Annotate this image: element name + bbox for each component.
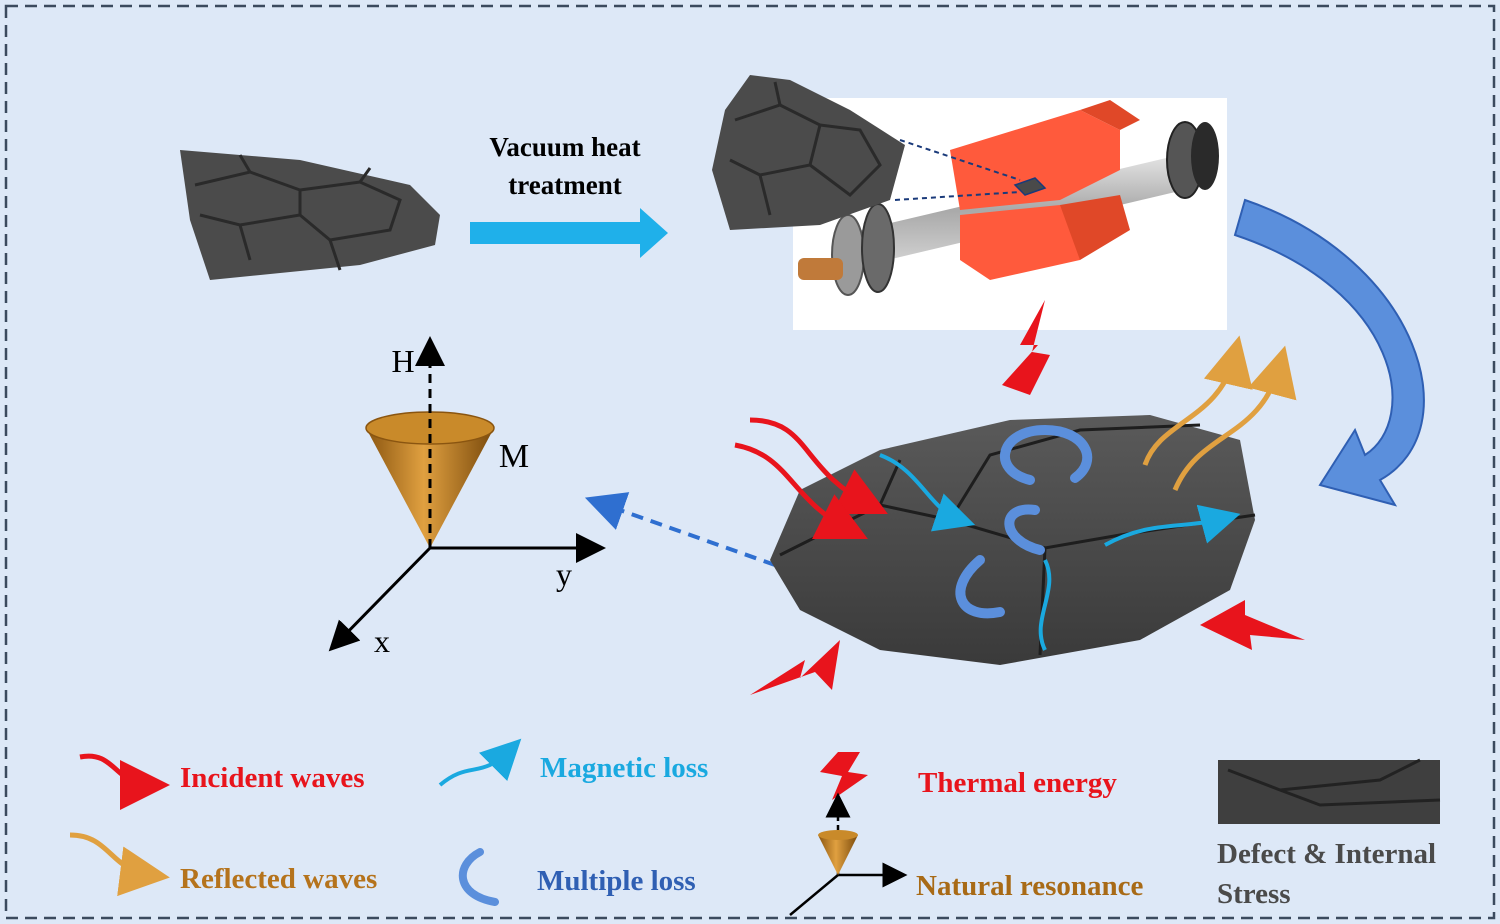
reflected-waves (1142, 335, 1297, 491)
thermal-bolts (750, 300, 1305, 695)
x-axis-label: x (374, 623, 390, 659)
legend-thermal-label: Thermal energy (918, 767, 1117, 799)
legend-thermal-icon (820, 752, 868, 800)
link-arrow (584, 492, 776, 567)
zoomed-particle (712, 75, 905, 230)
h-axis-label: H (391, 343, 414, 379)
legend-defect-label-line2: Stress (1217, 878, 1291, 910)
legend (69, 738, 1441, 916)
legend-multiple-label: Multiple loss (537, 865, 696, 897)
process-arrow (470, 208, 668, 258)
legend-resonance-label: Natural resonance (916, 870, 1144, 902)
dashed-border (4, 4, 1496, 920)
legend-reflected-icon (69, 832, 170, 897)
legend-magnetic-icon (438, 738, 522, 787)
legend-defect-label-line1: Defect & Internal (1217, 838, 1436, 870)
incident-waves (734, 417, 888, 539)
legend-incident-icon (79, 753, 170, 810)
process-label-line2: treatment (508, 170, 621, 200)
process-label-line1: Vacuum heat (489, 132, 640, 162)
legend-incident-label: Incident waves (180, 762, 364, 794)
legend-multiple-icon (458, 848, 499, 906)
magnetic-axes (328, 336, 606, 652)
raw-particle (180, 150, 440, 280)
legend-defect-swatch (1218, 758, 1441, 824)
m-axis-label: M (499, 438, 529, 475)
legend-magnetic-label: Magnetic loss (540, 752, 708, 784)
y-axis-label: y (556, 556, 572, 592)
legend-resonance-icon (789, 792, 908, 916)
curved-process-arrow (1233, 198, 1425, 507)
legend-reflected-label: Reflected waves (180, 863, 377, 895)
